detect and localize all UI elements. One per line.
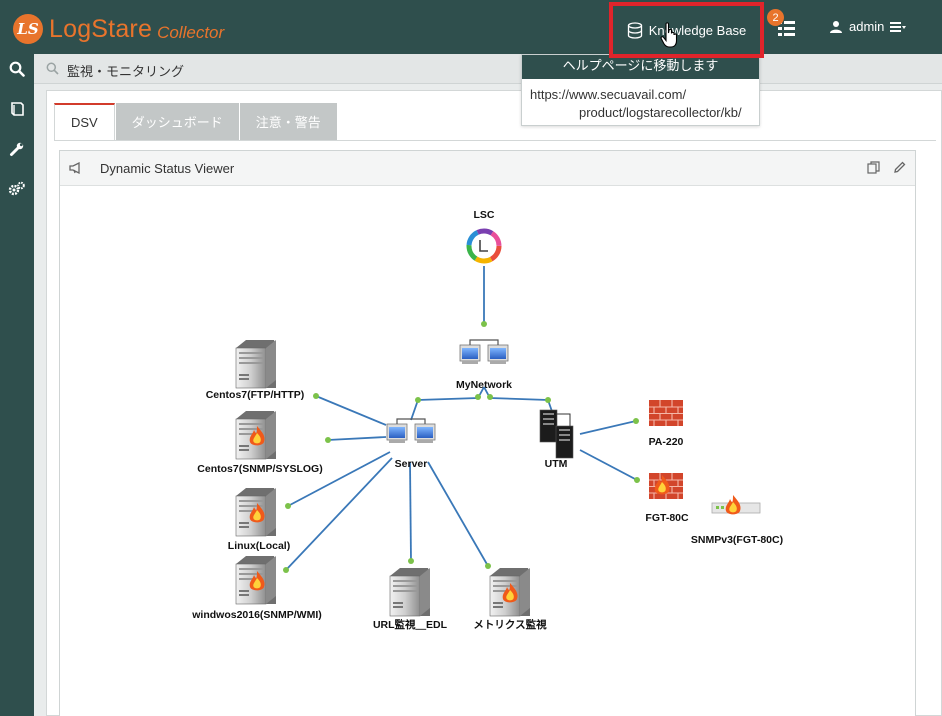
tooltip-title: ヘルプページに移動します bbox=[522, 55, 759, 79]
server-icon bbox=[235, 339, 277, 389]
hand-cursor-icon bbox=[660, 22, 678, 48]
server-alert-icon bbox=[235, 487, 277, 537]
network-hub-icon bbox=[459, 339, 509, 365]
link-server-centos-snmp bbox=[327, 436, 387, 441]
network-hub-icon bbox=[386, 418, 436, 444]
book-icon bbox=[11, 102, 24, 116]
panel-title: Dynamic Status Viewer bbox=[100, 161, 235, 176]
panel-header: Dynamic Status Viewer bbox=[60, 151, 915, 186]
sidebar-item-search[interactable] bbox=[0, 54, 34, 84]
link-server-windows bbox=[285, 457, 393, 571]
node-centos-snmp[interactable]: Centos7(SNMP/SYSLOG) bbox=[197, 410, 323, 475]
sidebar bbox=[0, 54, 34, 716]
link-server-url bbox=[409, 461, 412, 562]
sidebar-item-settings[interactable] bbox=[0, 174, 34, 204]
top-bar: LS LogStare Collector Knowledge Base 2 bbox=[0, 0, 942, 58]
link-mynetwork-server bbox=[410, 386, 485, 421]
sidebar-item-book[interactable] bbox=[0, 94, 34, 124]
node-utm[interactable]: UTM bbox=[539, 409, 574, 470]
node-label: URL監視＿EDL bbox=[373, 618, 448, 631]
gears-icon bbox=[8, 181, 25, 196]
server-alert-icon bbox=[489, 567, 531, 617]
node-label: Server bbox=[395, 458, 428, 470]
node-label: LSC bbox=[474, 209, 495, 221]
database-icon bbox=[627, 21, 642, 39]
node-label: Centos7(SNMP/SYSLOG) bbox=[197, 463, 322, 475]
node-windows[interactable]: windwos2016(SNMP/WMI) bbox=[191, 555, 322, 621]
search-icon bbox=[9, 61, 25, 77]
node-label: UTM bbox=[545, 458, 568, 470]
node-snmpv3[interactable]: SNMPv3(FGT-80C) bbox=[691, 495, 783, 546]
link-endpoints bbox=[283, 321, 640, 573]
tab-bar: DSV ダッシュボード 注意・警告 bbox=[54, 103, 338, 140]
node-label: windwos2016(SNMP/WMI) bbox=[191, 609, 322, 621]
logo[interactable]: LS LogStare Collector bbox=[13, 14, 224, 44]
node-label: PA-220 bbox=[649, 436, 684, 448]
server-alert-icon bbox=[235, 555, 277, 605]
link-server-linux bbox=[287, 451, 391, 507]
server-rack-icon bbox=[539, 409, 574, 459]
knowledge-base-tooltip: ヘルプページに移動します https://www.secuavail.com/ … bbox=[521, 54, 760, 126]
logo-brand: LogStare bbox=[49, 14, 153, 43]
server-icon bbox=[389, 567, 431, 617]
node-server[interactable]: Server bbox=[386, 418, 436, 470]
link-utm-pa220 bbox=[579, 420, 637, 435]
search-icon bbox=[46, 62, 59, 75]
node-metrics[interactable]: メトリクス監視 bbox=[473, 567, 547, 631]
node-lsc[interactable]: LSC bbox=[466, 209, 502, 264]
link-server-centos-ftp bbox=[315, 395, 387, 426]
node-linux[interactable]: Linux(Local) bbox=[228, 487, 290, 552]
copy-icon[interactable] bbox=[867, 161, 880, 174]
node-label: メトリクス監視 bbox=[473, 618, 547, 631]
edit-pencil-icon[interactable] bbox=[893, 161, 906, 174]
clock-ring-icon bbox=[466, 228, 502, 264]
notification-badge: 2 bbox=[767, 9, 784, 26]
node-label: FGT-80C bbox=[645, 512, 689, 524]
megaphone-icon bbox=[69, 162, 80, 174]
wrench-icon bbox=[10, 142, 24, 156]
node-pa220[interactable]: PA-220 bbox=[648, 399, 684, 448]
user-icon bbox=[830, 20, 842, 33]
logo-product: Collector bbox=[157, 23, 225, 42]
tab-dsv[interactable]: DSV bbox=[54, 103, 115, 140]
knowledge-base-button[interactable]: Knowledge Base bbox=[609, 2, 764, 58]
node-label: Linux(Local) bbox=[228, 540, 290, 552]
breadcrumb: 監視・モニタリング bbox=[67, 64, 185, 79]
node-centos-ftp[interactable]: Centos7(FTP/HTTP) bbox=[206, 339, 305, 401]
tab-alerts[interactable]: 注意・警告 bbox=[239, 103, 337, 140]
link-utm-fgt80c bbox=[579, 449, 638, 481]
firewall-icon bbox=[648, 399, 684, 427]
link-server-metrics bbox=[427, 461, 489, 567]
node-label: Centos7(FTP/HTTP) bbox=[206, 389, 305, 401]
node-label: MyNetwork bbox=[456, 379, 512, 391]
node-label: SNMPv3(FGT-80C) bbox=[691, 534, 783, 546]
menu-caret-icon bbox=[890, 21, 907, 32]
appliance-alert-icon bbox=[711, 495, 761, 515]
node-fgt80c[interactable]: FGT-80C bbox=[645, 472, 689, 524]
tooltip-url-line1: https://www.secuavail.com/ bbox=[530, 87, 687, 102]
sidebar-item-tools[interactable] bbox=[0, 134, 34, 164]
topology-links bbox=[285, 266, 638, 571]
user-menu[interactable]: admin bbox=[829, 19, 907, 34]
firewall-alert-icon bbox=[648, 472, 684, 500]
user-name: admin bbox=[849, 19, 885, 34]
tab-divider bbox=[54, 140, 936, 141]
tab-dashboard[interactable]: ダッシュボード bbox=[115, 103, 239, 140]
server-alert-icon bbox=[235, 410, 277, 460]
node-mynetwork[interactable]: MyNetwork bbox=[456, 339, 512, 391]
breadcrumb-bar: 監視・モニタリング bbox=[34, 54, 942, 84]
node-url-monitor[interactable]: URL監視＿EDL bbox=[373, 567, 448, 631]
tooltip-url-line2: product/logstarecollector/kb/ bbox=[579, 105, 742, 120]
logo-mark: LS bbox=[13, 14, 43, 44]
